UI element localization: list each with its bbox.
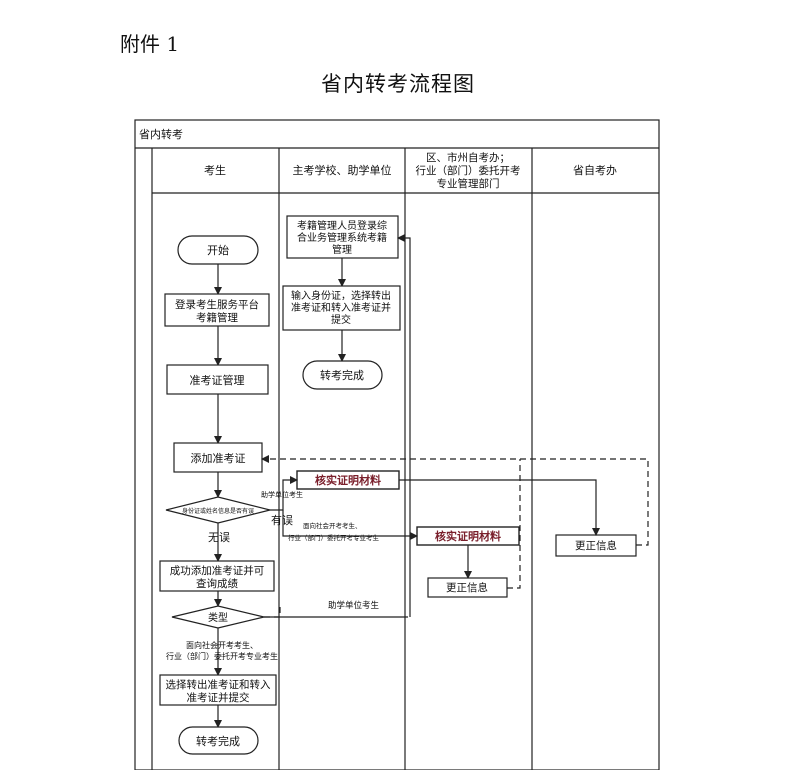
svg-text:考籍管理人员登录综: 考籍管理人员登录综 xyxy=(297,219,387,232)
input-id-node: 输入身份证，选择转出 准考证和转入准考证并 提交 xyxy=(282,285,401,331)
svg-text:区、市州自考办；: 区、市州自考办； xyxy=(426,151,510,164)
svg-text:添加准考证: 添加准考证 xyxy=(191,451,246,465)
connectors xyxy=(264,476,600,618)
return-to-admin-connector xyxy=(397,234,411,617)
svg-text:类型: 类型 xyxy=(208,611,228,624)
login-node: 登录考生服务平台 考籍管理 xyxy=(164,293,270,327)
add-ticket-node: 添加准考证 xyxy=(173,442,263,473)
svg-text:行业（部门）委托开考专业考生: 行业（部门）委托开考专业考生 xyxy=(166,651,278,661)
verify-materials-node-right: 核实证明材料 xyxy=(416,526,520,546)
svg-text:成功添加准考证并可: 成功添加准考证并可 xyxy=(170,564,265,577)
lane-header-city-office: 区、市州自考办； 行业（部门）委托开考 专业管理部门 xyxy=(416,151,521,190)
svg-text:转考完成: 转考完成 xyxy=(320,368,364,382)
svg-text:准考证并提交: 准考证并提交 xyxy=(187,691,250,704)
social-candidate-label: 面向社会开考考生、 行业（部门）委托开考专业考生 xyxy=(166,640,278,661)
svg-text:行业（部门）委托开考: 行业（部门）委托开考 xyxy=(416,164,521,177)
svg-text:选择转出准考证和转入: 选择转出准考证和转入 xyxy=(166,678,271,691)
error-label: 有误 xyxy=(271,513,293,527)
correct-info-node-province: 更正信息 xyxy=(555,534,637,557)
svg-text:转考完成: 转考完成 xyxy=(196,734,240,748)
svg-text:核实证明材料: 核实证明材料 xyxy=(435,529,501,543)
pool-label: 省内转考 xyxy=(139,127,183,141)
page-title: 省内转考流程图 xyxy=(321,72,475,96)
svg-text:准考证和转入准考证并: 准考证和转入准考证并 xyxy=(291,301,391,314)
svg-text:身份证或姓名信息是否有误: 身份证或姓名信息是否有误 xyxy=(182,507,254,515)
annex-label: 附件 1 xyxy=(120,32,180,56)
svg-text:面向社会开考考生、: 面向社会开考考生、 xyxy=(186,640,258,650)
end-node-left: 转考完成 xyxy=(178,726,259,755)
svg-text:合业务管理系统考籍: 合业务管理系统考籍 xyxy=(297,231,387,244)
social-small-label: 面向社会开考考生、 行业（部门）委托开考专业考生 xyxy=(288,521,380,542)
check-decision-node: 身份证或姓名信息是否有误 xyxy=(165,496,271,524)
svg-text:更正信息: 更正信息 xyxy=(446,581,488,594)
lane-header-province-office: 省自考办 xyxy=(573,164,617,177)
lane-header-school: 主考学校、助学单位 xyxy=(293,163,392,177)
svg-text:面向社会开考考生、: 面向社会开考考生、 xyxy=(303,521,362,530)
svg-text:准考证管理: 准考证管理 xyxy=(190,373,245,387)
dashed-return-connectors xyxy=(261,455,649,618)
end-node-middle: 转考完成 xyxy=(302,360,383,390)
svg-text:行业（部门）委托开考专业考生: 行业（部门）委托开考专业考生 xyxy=(288,533,380,542)
svg-text:开始: 开始 xyxy=(207,243,229,257)
svg-text:考籍管理: 考籍管理 xyxy=(196,311,238,324)
svg-text:专业管理部门: 专业管理部门 xyxy=(437,177,500,190)
helper-school-label: 助学单位考生 xyxy=(261,490,303,499)
svg-text:提交: 提交 xyxy=(331,313,351,326)
admin-login-node: 考籍管理人员登录综 合业务管理系统考籍 管理 xyxy=(286,215,399,259)
ticket-management-node: 准考证管理 xyxy=(166,364,269,395)
start-node: 开始 xyxy=(177,235,259,265)
svg-text:查询成绩: 查询成绩 xyxy=(196,577,238,590)
type-decision-node: 类型 xyxy=(171,605,265,629)
svg-text:管理: 管理 xyxy=(332,243,352,256)
lane-header-candidate: 考生 xyxy=(204,163,226,177)
no-error-label: 无误 xyxy=(208,531,230,544)
svg-text:登录考生服务平台: 登录考生服务平台 xyxy=(175,298,259,311)
svg-text:输入身份证，选择转出: 输入身份证，选择转出 xyxy=(291,289,391,302)
correct-info-node-city: 更正信息 xyxy=(427,577,508,598)
helper-unit-label: 助学单位考生 xyxy=(328,600,380,611)
success-node: 成功添加准考证并可 查询成绩 xyxy=(159,560,275,592)
svg-text:更正信息: 更正信息 xyxy=(575,539,617,552)
svg-text:核实证明材料: 核实证明材料 xyxy=(315,473,381,487)
verify-materials-node-middle: 核实证明材料 xyxy=(296,470,400,490)
select-ticket-node: 选择转出准考证和转入 准考证并提交 xyxy=(159,674,277,706)
